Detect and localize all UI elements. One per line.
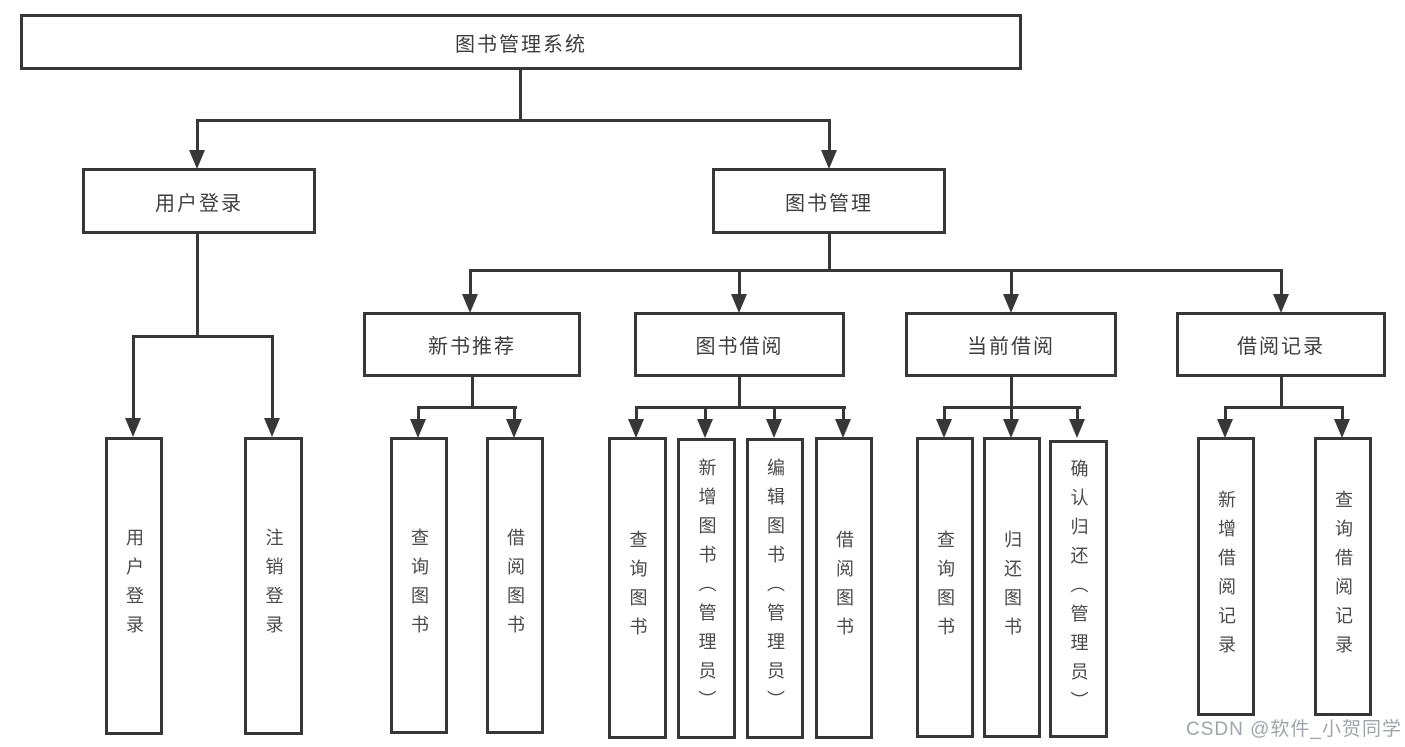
node-book-management: 图书管理	[712, 168, 946, 234]
connector-line	[271, 335, 274, 422]
connector-line	[417, 406, 420, 420]
connector-line	[738, 376, 741, 408]
connector-line	[471, 376, 474, 408]
connector-line	[417, 406, 517, 409]
connector-line	[828, 232, 831, 272]
connector-line	[519, 68, 522, 119]
connector-line	[635, 406, 846, 409]
connector-line	[469, 269, 1283, 272]
connector-line	[704, 406, 707, 420]
arrow-down-icon	[410, 419, 426, 438]
leaf-user-login: 用户登录	[105, 437, 163, 735]
connector-line	[1076, 406, 1079, 420]
connector-line	[842, 406, 845, 420]
node-root: 图书管理系统	[20, 14, 1022, 70]
connector-line	[738, 269, 741, 296]
connector-line	[513, 406, 516, 420]
leaf-confirm-return-admin: 确认归还（管理员）	[1049, 440, 1108, 738]
leaf-borrow-books: 借阅图书	[815, 437, 873, 739]
node-borrow-records: 借阅记录	[1176, 312, 1386, 377]
connector-line	[196, 119, 199, 153]
connector-line	[828, 119, 831, 153]
connector-line	[196, 119, 831, 122]
connector-line	[1010, 406, 1013, 420]
arrow-down-icon	[936, 419, 952, 438]
connector-line	[943, 406, 946, 420]
arrow-down-icon	[697, 419, 713, 438]
arrow-down-icon	[125, 418, 141, 437]
arrow-down-icon	[506, 419, 522, 438]
node-current-borrow: 当前借阅	[905, 312, 1117, 377]
connector-line	[132, 335, 274, 338]
connector-line	[1010, 269, 1013, 296]
arrow-down-icon	[189, 150, 205, 169]
connector-line	[1280, 269, 1283, 296]
leaf-logout: 注销登录	[244, 437, 303, 735]
arrow-down-icon	[1003, 419, 1019, 438]
node-book-borrow: 图书借阅	[634, 312, 845, 377]
arrow-down-icon	[1217, 419, 1233, 438]
connector-line	[1224, 406, 1227, 420]
leaf-add-books-admin: 新增图书（管理员）	[677, 438, 736, 739]
node-user-login: 用户登录	[82, 168, 316, 234]
leaf-return-books: 归还图书	[983, 437, 1041, 738]
leaf-borrow-books: 借阅图书	[486, 437, 544, 734]
connector-line	[1224, 406, 1344, 409]
leaf-query-books: 查询图书	[916, 437, 974, 738]
arrow-down-icon	[1069, 419, 1085, 438]
connector-line	[773, 406, 776, 420]
csdn-watermark: CSDN @软件_小贺同学	[1186, 719, 1402, 740]
leaf-query-books: 查询图书	[390, 437, 448, 734]
leaf-add-borrow-record: 新增借阅记录	[1197, 437, 1255, 716]
arrow-down-icon	[1003, 294, 1019, 313]
arrow-down-icon	[821, 150, 837, 169]
arrow-down-icon	[835, 419, 851, 438]
leaf-query-books: 查询图书	[608, 437, 667, 739]
arrow-down-icon	[1273, 294, 1289, 313]
connector-line	[132, 335, 135, 422]
leaf-query-borrow-record: 查询借阅记录	[1314, 437, 1372, 716]
connector-line	[469, 269, 472, 296]
arrow-down-icon	[731, 294, 747, 313]
arrow-down-icon	[462, 294, 478, 313]
arrow-down-icon	[264, 418, 280, 437]
connector-line	[1341, 406, 1344, 420]
arrow-down-icon	[766, 419, 782, 438]
connector-line	[196, 232, 199, 335]
node-new-book-recommend: 新书推荐	[363, 312, 581, 377]
connector-line	[1280, 376, 1283, 408]
leaf-edit-books-admin: 编辑图书（管理员）	[746, 438, 804, 739]
connector-line	[635, 406, 638, 420]
arrow-down-icon	[628, 419, 644, 438]
arrow-down-icon	[1334, 419, 1350, 438]
connector-line	[1010, 376, 1013, 408]
